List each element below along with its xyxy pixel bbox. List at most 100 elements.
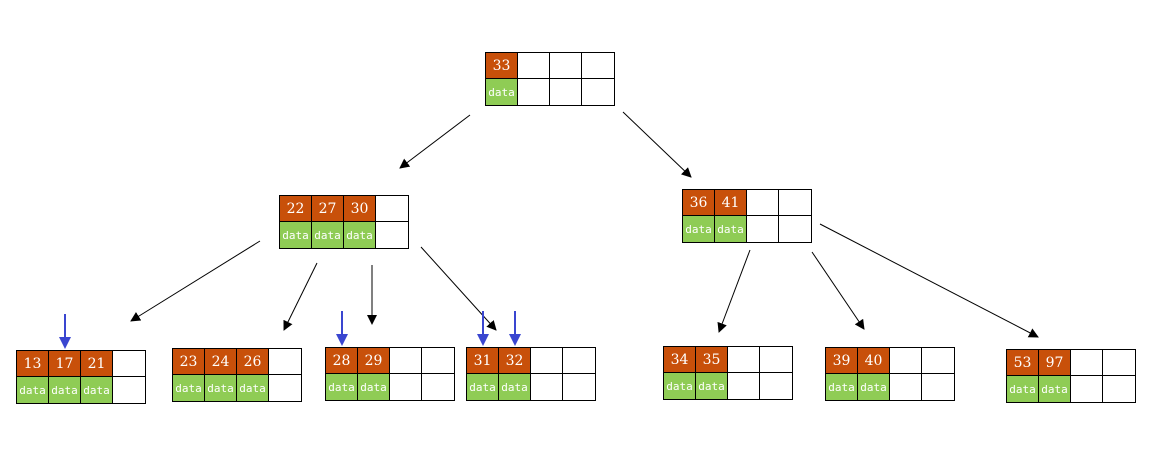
edge-root-l1a bbox=[399, 114, 471, 169]
empty-cell bbox=[376, 222, 408, 248]
empty-cell bbox=[890, 374, 922, 400]
data-cell: data bbox=[467, 374, 499, 400]
key-cell: 32 bbox=[499, 348, 531, 374]
key-cell: 23 bbox=[173, 349, 205, 375]
key-cell: 30 bbox=[344, 196, 376, 222]
key-cell: 33 bbox=[486, 53, 518, 79]
key-cell: 22 bbox=[280, 196, 312, 222]
empty-cell bbox=[890, 348, 922, 374]
empty-cell bbox=[422, 348, 454, 374]
empty-cell bbox=[728, 373, 760, 399]
empty-cell bbox=[922, 374, 954, 400]
key-cell: 31 bbox=[467, 348, 499, 374]
key-cell: 34 bbox=[664, 347, 696, 373]
key-cell: 17 bbox=[49, 351, 81, 377]
data-cell: data bbox=[17, 377, 49, 403]
edge-l1a-leaf4 bbox=[420, 246, 497, 331]
data-cell: data bbox=[858, 374, 890, 400]
key-cell: 21 bbox=[81, 351, 113, 377]
edge-root-l1b bbox=[622, 111, 692, 178]
data-cell: data bbox=[49, 377, 81, 403]
data-cell: data bbox=[358, 374, 390, 400]
empty-cell bbox=[582, 79, 614, 105]
empty-cell bbox=[922, 348, 954, 374]
empty-cell bbox=[582, 53, 614, 79]
data-cell: data bbox=[344, 222, 376, 248]
empty-cell bbox=[518, 53, 550, 79]
empty-cell bbox=[1103, 376, 1135, 402]
data-cell: data bbox=[81, 377, 113, 403]
key-cell: 28 bbox=[326, 348, 358, 374]
empty-cell bbox=[269, 349, 301, 375]
empty-cell bbox=[779, 216, 811, 242]
data-cell: data bbox=[826, 374, 858, 400]
data-cell: data bbox=[499, 374, 531, 400]
key-cell: 36 bbox=[683, 190, 715, 216]
empty-cell bbox=[390, 348, 422, 374]
data-cell: data bbox=[237, 375, 269, 401]
key-cell: 24 bbox=[205, 349, 237, 375]
key-cell: 27 bbox=[312, 196, 344, 222]
key-cell: 39 bbox=[826, 348, 858, 374]
data-cell: data bbox=[696, 373, 728, 399]
empty-cell bbox=[518, 79, 550, 105]
empty-cell bbox=[1071, 350, 1103, 376]
empty-cell bbox=[1071, 376, 1103, 402]
data-cell: data bbox=[326, 374, 358, 400]
key-cell: 13 bbox=[17, 351, 49, 377]
data-cell: data bbox=[683, 216, 715, 242]
empty-cell bbox=[113, 377, 145, 403]
empty-cell bbox=[113, 351, 145, 377]
empty-cell bbox=[550, 79, 582, 105]
key-cell: 26 bbox=[237, 349, 269, 375]
data-cell: data bbox=[1039, 376, 1071, 402]
empty-cell bbox=[390, 374, 422, 400]
key-cell: 53 bbox=[1007, 350, 1039, 376]
key-cell: 29 bbox=[358, 348, 390, 374]
empty-cell bbox=[1103, 350, 1135, 376]
empty-cell bbox=[779, 190, 811, 216]
data-cell: data bbox=[173, 375, 205, 401]
empty-cell bbox=[376, 196, 408, 222]
empty-cell bbox=[747, 190, 779, 216]
empty-cell bbox=[269, 375, 301, 401]
key-cell: 40 bbox=[858, 348, 890, 374]
empty-cell bbox=[760, 347, 792, 373]
edge-l1b-leaf7 bbox=[819, 223, 1039, 338]
key-cell: 35 bbox=[696, 347, 728, 373]
key-cell: 41 bbox=[715, 190, 747, 216]
data-cell: data bbox=[664, 373, 696, 399]
edge-l1b-leaf6 bbox=[811, 251, 865, 330]
empty-cell bbox=[563, 348, 595, 374]
data-cell: data bbox=[486, 79, 518, 105]
empty-cell bbox=[563, 374, 595, 400]
empty-cell bbox=[531, 374, 563, 400]
data-cell: data bbox=[715, 216, 747, 242]
edge-l1a-leaf1 bbox=[130, 240, 261, 322]
edge-l1b-leaf5 bbox=[717, 249, 751, 333]
empty-cell bbox=[747, 216, 779, 242]
empty-cell bbox=[728, 347, 760, 373]
empty-cell bbox=[422, 374, 454, 400]
data-cell: data bbox=[280, 222, 312, 248]
edge-l1a-leaf2 bbox=[283, 262, 318, 331]
empty-cell bbox=[531, 348, 563, 374]
empty-cell bbox=[550, 53, 582, 79]
key-cell: 97 bbox=[1039, 350, 1071, 376]
empty-cell bbox=[760, 373, 792, 399]
data-cell: data bbox=[205, 375, 237, 401]
data-cell: data bbox=[312, 222, 344, 248]
data-cell: data bbox=[1007, 376, 1039, 402]
